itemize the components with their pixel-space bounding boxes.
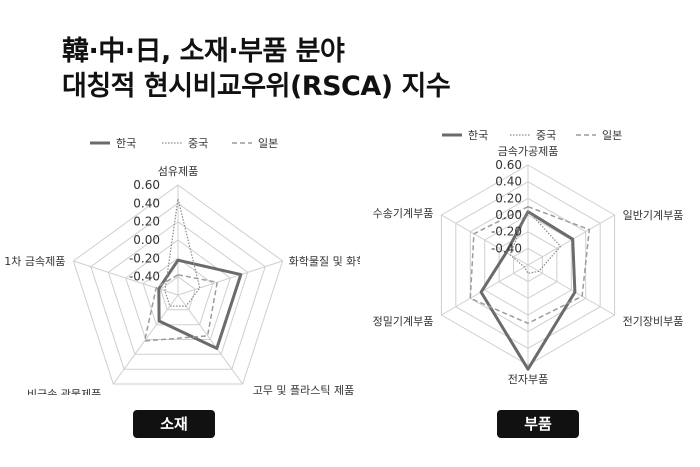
tick-label: 0.00 [495,208,522,222]
series-china [509,210,562,274]
radar-chart-parts: 한국 중국 일본 0.60 0.40 0.20 0.00 -0.20 -0.40 금속가공… [373,128,684,386]
legend-korea: 한국 [116,137,136,150]
title-line-2: 대칭적 현시비교우위(RSCA) 지수 [62,71,451,102]
grid-ring [72,184,284,385]
legend: 한국 중국 일본 [90,136,278,150]
grid-spoke [73,260,179,296]
tick-label: -0.40 [129,270,160,284]
tick-label: 0.60 [133,178,160,192]
grid-ring [160,276,196,311]
tick-label: 0.00 [133,233,160,247]
grid-ring [142,257,214,326]
grid-spoke [112,294,179,385]
tick-label: 0.20 [133,215,160,229]
chart-title: 韓·中·日, 소재·부품 분야 대칭적 현시비교우위(RSCA) 지수 [62,34,451,104]
series-korea [479,210,577,371]
series-japan [143,274,218,342]
axis-label: 화학물질 및 화학제품 [289,255,360,268]
axis-label: 1차 금속제품 [4,255,65,268]
tick-label: 0.60 [495,158,522,172]
axis-label: 전자부품 [508,373,548,386]
legend-japan: 일본 [602,128,622,142]
radar-series [143,198,243,350]
series-china [164,198,201,307]
grid-spoke [527,264,615,316]
tick-label: 0.20 [495,191,522,205]
legend-japan: 일본 [258,136,278,150]
chart-label-parts: 부품 [497,410,579,438]
radar-series [469,205,591,371]
radial-ticks: 0.60 0.40 0.20 0.00 -0.20 -0.40 [491,158,522,255]
axis-label: 수송기계부품 [373,207,434,220]
radar-grid [440,164,616,366]
legend-china: 중국 [188,137,208,150]
axis-label: 전기장비부품 [623,315,684,328]
tick-label: 0.40 [495,175,522,189]
radar-chart-materials: 한국 중국 일본 0.60 0.40 0.20 0.00 -0.20 -0.40 섬유제품… [4,136,360,395]
axis-label: 섬유제품 [158,165,198,178]
grid-spoke [441,214,529,266]
axis-label: 고무 및 플라스틱 제품 [253,384,355,395]
grid-spoke [441,264,529,316]
title-line-1: 韓·中·日, 소재·부품 분야 [62,36,345,67]
tick-label: -0.40 [491,241,522,255]
radial-ticks: 0.60 0.40 0.20 0.00 -0.20 -0.40 [129,178,160,284]
legend-korea: 한국 [468,129,488,142]
tick-label: -0.20 [491,225,522,239]
grid-ring [107,221,249,355]
grid-spoke [177,260,283,296]
axis-label: 일반기계부품 [623,208,684,222]
axis-label: 비금속 광물제품 [27,388,101,395]
axis-label: 정밀기계부품 [373,315,434,328]
axis-label: 금속가공제품 [498,145,559,158]
grid-ring [90,202,266,370]
grid-spoke [177,294,244,385]
legend-china: 중국 [536,129,556,142]
radar-grid [72,184,284,385]
legend: 한국 중국 일본 [442,128,622,142]
tick-label: -0.20 [129,251,160,265]
series-japan [469,205,591,325]
chart-label-materials: 소재 [133,410,215,438]
tick-label: 0.40 [133,196,160,210]
